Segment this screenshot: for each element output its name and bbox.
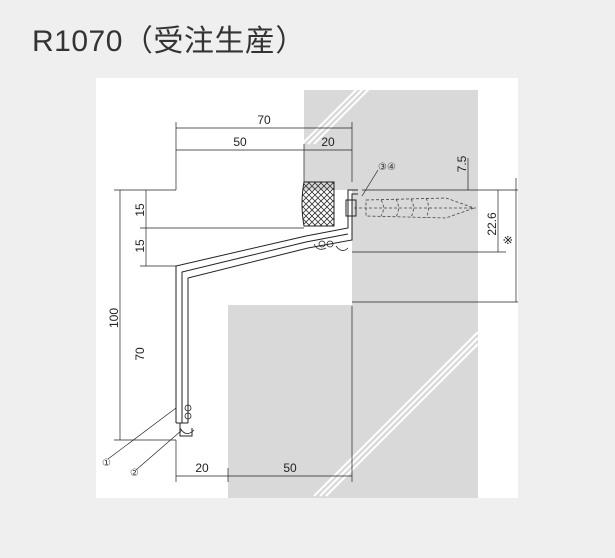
callout-part-2: ② [130, 468, 139, 479]
hook-detail [179, 404, 195, 434]
dim-note-mark: ※ [501, 235, 515, 245]
break-lines-lower [313, 331, 479, 497]
dim-bottom-right: 50 [283, 461, 297, 475]
break-lines-upper [301, 87, 371, 145]
dim-total-height: 100 [107, 308, 121, 328]
profile-outline [175, 189, 358, 437]
dim-anchor-offset: 7.5 [455, 155, 469, 172]
dim-top-right: 20 [321, 135, 335, 149]
clip-detail [313, 240, 349, 251]
lower-slab [228, 305, 478, 498]
dim-top-width: 70 [257, 113, 271, 127]
callout-parts-3-4: ③④ [378, 162, 396, 173]
section-drawing-svg: 70 50 20 15 15 100 70 7.5 22.6 ※ 20 50 ①… [102, 87, 518, 498]
callout-part-1: ① [102, 458, 111, 469]
dim-vertical-lower: 15 [133, 239, 147, 253]
anchor-head [345, 199, 357, 217]
callout-leaders [107, 169, 379, 471]
dimension-lines [114, 122, 518, 482]
dim-top-left: 50 [233, 135, 247, 149]
dim-bottom-left: 20 [195, 461, 209, 475]
anchor-bolt [354, 197, 476, 219]
sealant-block [301, 181, 335, 227]
dim-anchor-height: 22.6 [485, 212, 499, 236]
dim-mid-height: 70 [133, 347, 147, 361]
page-title: R1070（受注生産） [32, 25, 306, 58]
dim-vertical-upper: 15 [133, 203, 147, 217]
section-drawing: 70 50 20 15 15 100 70 7.5 22.6 ※ 20 50 ①… [96, 78, 518, 498]
